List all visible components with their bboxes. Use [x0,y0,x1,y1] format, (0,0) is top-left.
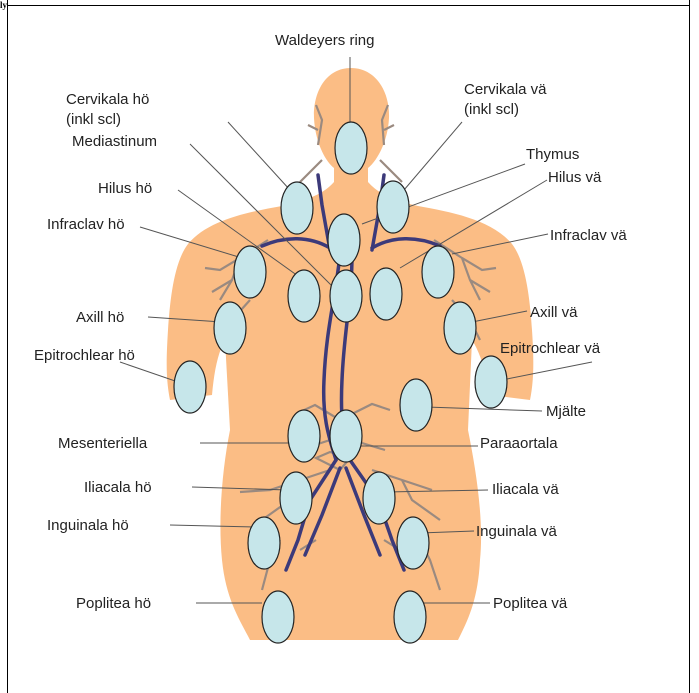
node-inguinala-va[interactable] [397,517,429,569]
label-axill-ho: Axill hö [76,309,124,326]
label-infraclav-va: Infraclav vä [550,227,627,244]
label-cervikala-va-line2: (inkl scl) [464,101,519,118]
label-paraaortala: Paraaortala [480,435,558,452]
neck-branch-left [380,105,402,182]
node-hilus-ho[interactable] [288,270,320,322]
label-infraclav-ho: Infraclav hö [47,216,125,233]
node-cervikala-va[interactable] [377,181,409,233]
node-axill-ho[interactable] [214,302,246,354]
node-epitrochlear-va[interactable] [475,356,507,408]
label-inguinala-va: Inguinala vä [476,523,558,540]
label-epitrochlear-ho: Epitrochlear hö [34,347,135,364]
node-epitrochlear-ho[interactable] [174,361,206,413]
label-hilus-ho: Hilus hö [98,180,152,197]
node-waldeyers-ring[interactable] [335,122,367,174]
label-waldeyers-ring: Waldeyers ring [275,32,374,49]
leader-cervikala-va [404,122,462,190]
node-mesenteriella[interactable] [288,410,320,462]
node-hilus-va[interactable] [370,268,402,320]
node-poplitea-va[interactable] [394,591,426,643]
label-thymus: Thymus [526,146,579,163]
label-mediastinum: Mediastinum [72,133,157,150]
label-poplitea-va: Poplitea vä [493,595,568,612]
label-cervikala-ho-line2: (inkl scl) [66,111,121,128]
node-infraclav-va[interactable] [422,246,454,298]
node-infraclav-ho[interactable] [234,246,266,298]
node-paraaortala[interactable] [330,410,362,462]
label-iliacala-va: Iliacala vä [492,481,559,498]
label-inguinala-ho: Inguinala hö [47,517,129,534]
label-iliacala-ho: Iliacala hö [84,479,152,496]
node-mjalte[interactable] [400,379,432,431]
label-hilus-va: Hilus vä [548,169,602,186]
node-axill-va[interactable] [444,302,476,354]
node-cervikala-ho[interactable] [281,182,313,234]
leader-cervikala-ho [228,122,290,190]
label-poplitea-ho: Poplitea hö [76,595,151,612]
node-poplitea-ho[interactable] [262,591,294,643]
label-epitrochlear-va: Epitrochlear vä [500,340,601,357]
node-inguinala-ho[interactable] [248,517,280,569]
label-mjalte: Mjälte [546,403,586,420]
label-cervikala-ho-line1: Cervikala hö [66,91,149,108]
node-iliacala-va[interactable] [363,472,395,524]
node-mediastinum[interactable] [330,270,362,322]
label-mesenteriella: Mesenteriella [58,435,148,452]
node-iliacala-ho[interactable] [280,472,312,524]
node-thymus[interactable] [328,214,360,266]
label-axill-va: Axill vä [530,304,578,321]
label-cervikala-va-line1: Cervikala vä [464,81,547,98]
